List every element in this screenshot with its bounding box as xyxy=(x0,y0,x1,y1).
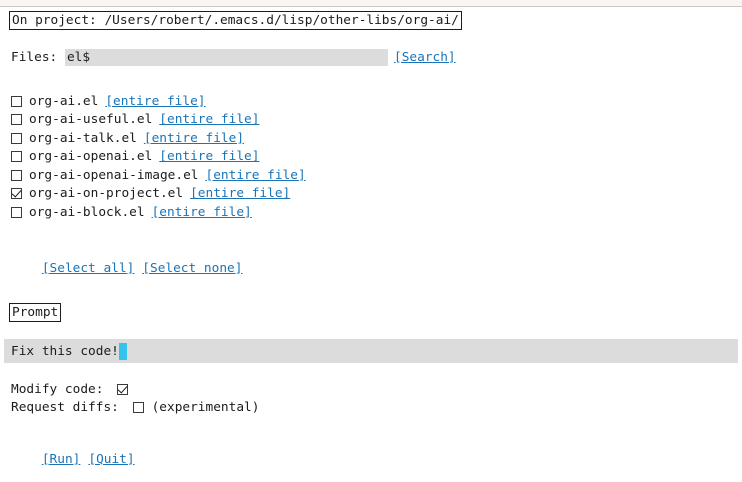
option-label: Modify code: xyxy=(11,381,112,397)
entire-file-link[interactable]: [entire file] xyxy=(159,112,260,128)
file-name: org-ai-on-project.el xyxy=(29,186,184,202)
prompt-section-label: Prompt xyxy=(12,305,59,320)
list-item: org-ai.el [entire file] xyxy=(11,92,306,111)
select-all-button[interactable]: [Select all] xyxy=(41,261,135,276)
project-header-box: On project: /Users/robert/.emacs.d/lisp/… xyxy=(9,11,462,30)
option-modify-code: Modify code: xyxy=(11,380,259,399)
titlebar-divider xyxy=(0,6,742,7)
file-name: org-ai.el xyxy=(29,93,99,109)
file-checkbox[interactable] xyxy=(11,114,22,126)
option-request-diffs: Request diffs: (experimental) xyxy=(11,399,259,418)
list-item: org-ai-block.el [entire file] xyxy=(11,203,306,222)
file-list: org-ai.el [entire file] org-ai-useful.el… xyxy=(11,92,306,222)
list-item: org-ai-openai-image.el [entire file] xyxy=(11,166,306,185)
entire-file-link[interactable]: [entire file] xyxy=(151,204,252,220)
run-button[interactable]: [Run] xyxy=(41,452,81,467)
option-label: Request diffs: xyxy=(11,400,127,416)
selection-controls: [Select all] [Select none] xyxy=(11,246,243,291)
modify-code-checkbox[interactable] xyxy=(117,383,129,395)
entire-file-link[interactable]: [entire file] xyxy=(105,93,206,109)
options-group: Modify code: Request diffs: (experimenta… xyxy=(11,380,259,417)
file-name: org-ai-openai-image.el xyxy=(29,167,199,183)
file-name: org-ai-block.el xyxy=(29,204,145,220)
quit-button[interactable]: [Quit] xyxy=(88,452,135,467)
search-input[interactable]: el$ xyxy=(64,49,388,66)
file-checkbox[interactable] xyxy=(11,132,22,144)
file-name: org-ai-talk.el xyxy=(29,130,137,146)
list-item: org-ai-talk.el [entire file] xyxy=(11,129,306,148)
list-item: org-ai-on-project.el [entire file] xyxy=(11,185,306,204)
editor-canvas: On project: /Users/robert/.emacs.d/lisp/… xyxy=(0,7,742,467)
files-label: Files: xyxy=(11,50,65,65)
files-search-row: Files: el$ xyxy=(11,49,388,66)
list-item: org-ai-openai.el [entire file] xyxy=(11,148,306,167)
project-path-label: On project: /Users/robert/.emacs.d/lisp/… xyxy=(12,13,459,28)
file-checkbox[interactable] xyxy=(11,151,22,163)
option-note: (experimental) xyxy=(151,400,260,416)
entire-file-link[interactable]: [entire file] xyxy=(205,167,306,183)
file-checkbox[interactable] xyxy=(11,206,22,218)
file-name: org-ai-openai.el xyxy=(29,149,153,165)
action-buttons: [Run] [Quit] xyxy=(11,437,135,482)
titlebar-strip xyxy=(0,0,742,6)
search-button-wrap: [Search] xyxy=(394,49,456,67)
prompt-input[interactable]: Fix this code! xyxy=(4,339,738,363)
file-checkbox[interactable] xyxy=(11,169,22,181)
search-button[interactable]: [Search] xyxy=(394,50,456,65)
text-caret xyxy=(118,342,127,360)
prompt-input-value: Fix this code! xyxy=(11,343,119,359)
request-diffs-checkbox[interactable] xyxy=(132,402,144,414)
entire-file-link[interactable]: [entire file] xyxy=(159,149,260,165)
list-item: org-ai-useful.el [entire file] xyxy=(11,111,306,130)
entire-file-link[interactable]: [entire file] xyxy=(143,130,245,146)
file-checkbox[interactable] xyxy=(11,188,22,200)
select-none-button[interactable]: [Select none] xyxy=(142,261,243,276)
file-name: org-ai-useful.el xyxy=(29,112,153,128)
file-checkbox[interactable] xyxy=(11,95,22,107)
prompt-section-header: Prompt xyxy=(9,303,62,322)
entire-file-link[interactable]: [entire file] xyxy=(190,186,291,202)
